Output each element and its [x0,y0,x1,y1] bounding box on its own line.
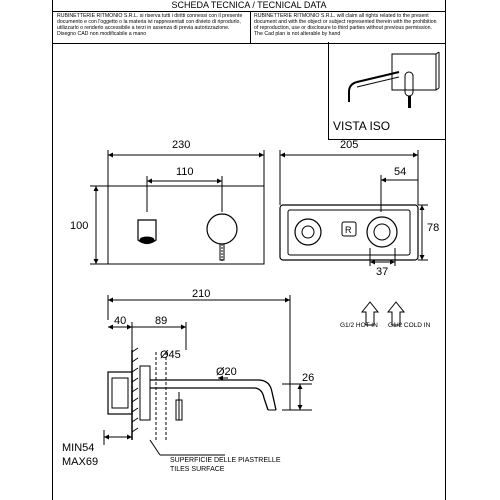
dim-max-69: MAX69 [62,456,99,468]
svg-text:R: R [345,225,352,235]
iso-view-drawing [348,51,440,108]
dim-spacing-37: 37 [376,266,389,278]
technical-sheet: SCHEDA TECNICA / TECNICAL DATA RUBINETTE… [52,0,446,500]
dim-diameter-20: Ø20 [216,366,237,378]
dim-width-230: 230 [172,139,191,151]
dim-height-78: 78 [427,222,440,234]
dim-drop-26: 26 [302,372,315,384]
side-view: R [279,150,428,326]
sheet-title: SCHEDA TECNICA / TECNICAL DATA [53,0,445,12]
front-view [90,150,265,265]
iso-view-box: VISTA ISO [328,42,446,140]
label-hot-inlet: G1/2 HOT IN [340,322,378,329]
dim-min-54: MIN54 [62,442,95,454]
iso-view-label: VISTA ISO [333,119,391,133]
surface-label-it: SUPERFICIE DELLE PIASTRELLE [170,457,281,464]
dim-spacing-110: 110 [176,166,194,178]
section-view [103,295,312,456]
dim-wall-40: 40 [114,315,127,327]
notice-english: RUBINETTERIE RITMONIO S.R.L. will claim … [254,13,437,37]
copyright-notices: RUBINETTERIE RITMONIO S.R.L. si riserva … [53,11,445,44]
dim-diameter-45: Ø45 [160,349,181,361]
dim-overall-210: 210 [192,288,211,300]
dim-width-205: 205 [340,139,359,151]
notice-divider [250,11,251,43]
surface-label-en: TILES SURFACE [170,466,225,473]
dim-offset-54: 54 [394,166,407,178]
dim-offset-89: 89 [155,315,168,327]
label-cold-inlet: G1/2 COLD IN [388,322,431,329]
notice-italian: RUBINETTERIE RITMONIO S.R.L. si riserva … [57,13,243,37]
dim-height-100: 100 [70,220,89,232]
